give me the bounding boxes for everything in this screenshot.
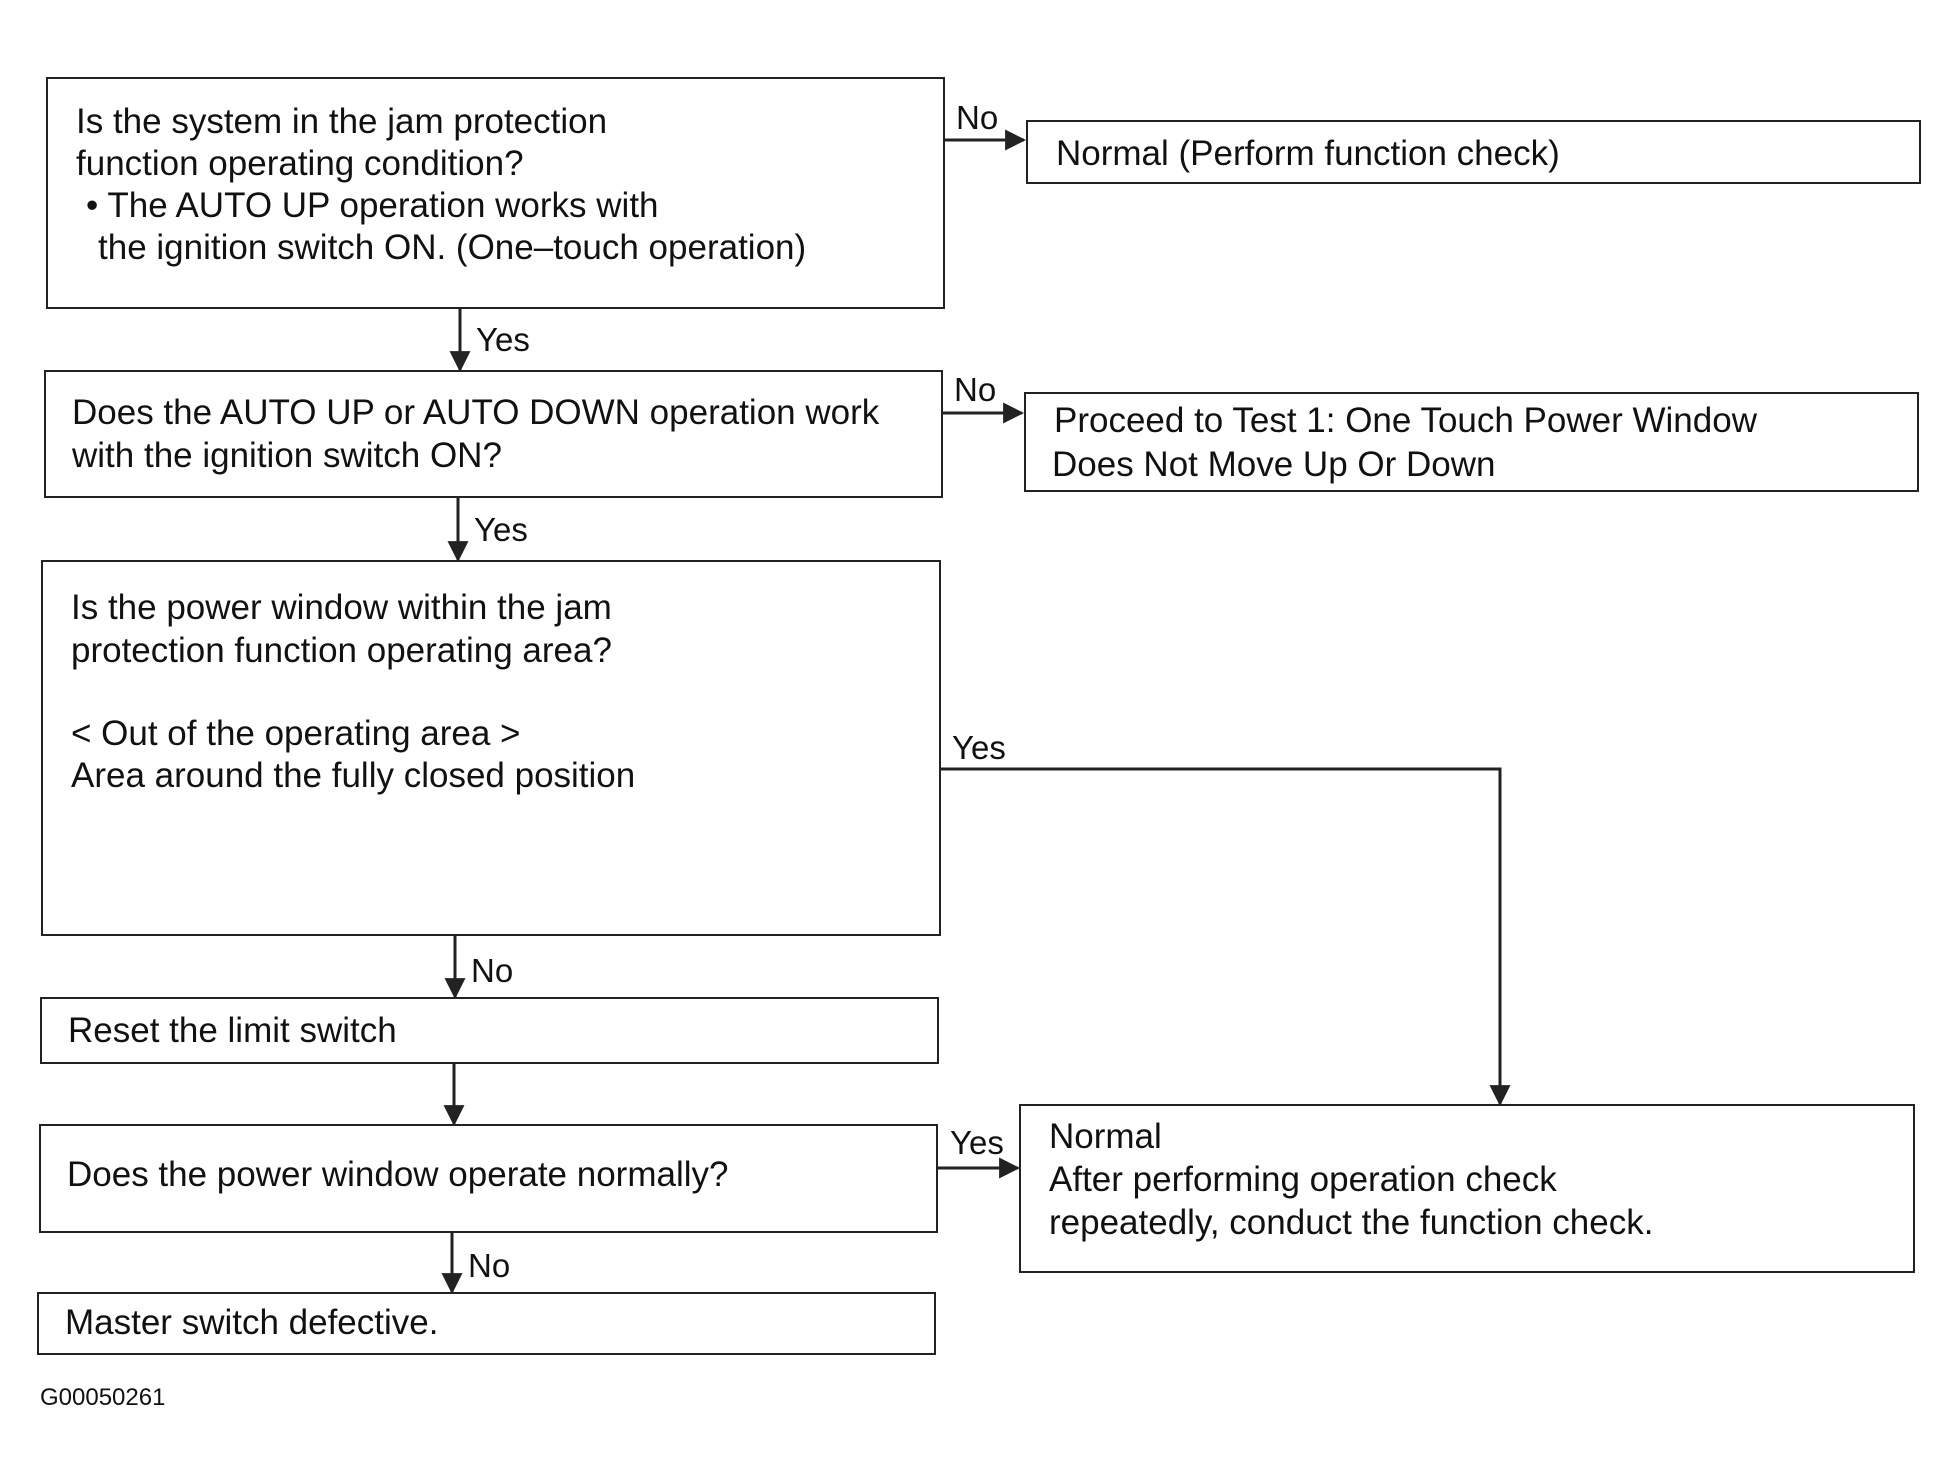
- question-jam-system-line-2: function operating condition?: [76, 144, 524, 183]
- question-auto-operation-line-1: Does the AUTO UP or AUTO DOWN operation …: [72, 393, 880, 432]
- question-operating-area-box: Is the power window within the jam prote…: [41, 560, 941, 936]
- step-reset-limit-switch-text: Reset the limit switch: [68, 1011, 397, 1050]
- question-auto-operation-line-2: with the ignition switch ON?: [72, 436, 502, 475]
- label-operating-area-no: No: [471, 952, 514, 989]
- question-operate-normally-box: Does the power window operate normally?: [39, 1124, 938, 1233]
- result-master-switch-defective-box: Master switch defective.: [37, 1292, 936, 1355]
- question-jam-system-line-1: Is the system in the jam protection: [76, 102, 608, 141]
- label-operating-area-yes: Yes: [952, 729, 1006, 766]
- label-auto-op-yes: Yes: [474, 511, 528, 548]
- result-test1-line-2: Does Not Move Up Or Down: [1052, 445, 1496, 484]
- result-normal-check-box: Normal After performing operation check …: [1019, 1104, 1915, 1273]
- question-operating-area-line-2: protection function operating area?: [71, 631, 612, 670]
- label-operate-normally-no: No: [468, 1247, 511, 1284]
- question-auto-operation-box: Does the AUTO UP or AUTO DOWN operation …: [44, 370, 943, 498]
- result-normal-check-line-2: After performing operation check: [1049, 1160, 1557, 1199]
- result-normal-function-check-text: Normal (Perform function check): [1056, 134, 1560, 173]
- question-jam-system-line-4: the ignition switch ON. (One–touch opera…: [98, 228, 807, 267]
- result-test1-line-1: Proceed to Test 1: One Touch Power Windo…: [1054, 401, 1757, 440]
- question-jam-system-box: Is the system in the jam protection func…: [46, 77, 945, 309]
- label-operate-normally-yes: Yes: [950, 1124, 1004, 1161]
- question-jam-system-line-3: • The AUTO UP operation works with: [86, 186, 659, 225]
- result-normal-check-line-1: Normal: [1049, 1117, 1162, 1156]
- result-master-switch-defective-text: Master switch defective.: [65, 1303, 439, 1342]
- question-operate-normally-text: Does the power window operate normally?: [67, 1155, 729, 1194]
- result-test1-box: Proceed to Test 1: One Touch Power Windo…: [1024, 392, 1919, 492]
- question-operating-area-line-1: Is the power window within the jam: [71, 588, 612, 627]
- label-jam-system-yes: Yes: [476, 321, 530, 358]
- step-reset-limit-switch-box: Reset the limit switch: [40, 997, 939, 1064]
- result-normal-check-line-3: repeatedly, conduct the function check.: [1049, 1203, 1654, 1242]
- label-jam-system-no: No: [956, 99, 999, 136]
- question-operating-area-line-3: < Out of the operating area >: [71, 714, 521, 753]
- question-operating-area-line-4: Area around the fully closed position: [71, 756, 636, 795]
- figure-code: G00050261: [40, 1384, 166, 1411]
- arrow-operating-area-yes: [940, 767, 1511, 1107]
- result-normal-function-check-box: Normal (Perform function check): [1026, 120, 1921, 184]
- label-auto-op-no: No: [954, 371, 997, 408]
